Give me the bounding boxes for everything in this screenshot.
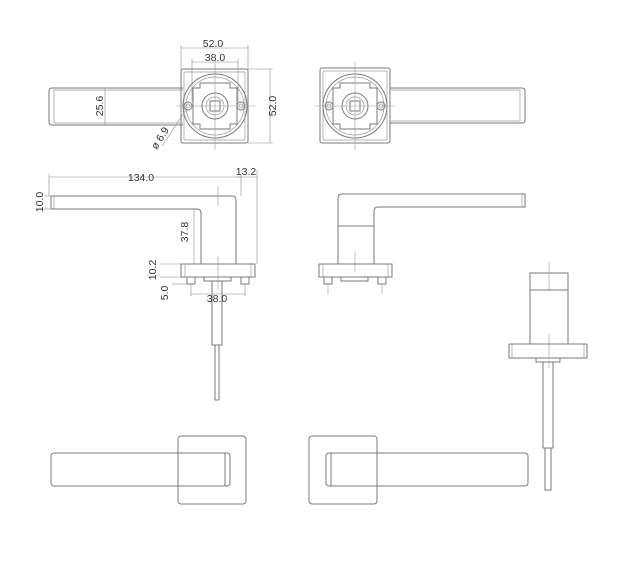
dim-rose-thickness: 10.2: [147, 260, 159, 281]
dim-screw-spacing-side: 38.0: [207, 293, 228, 305]
side-view-right: [318, 193, 526, 294]
side-view-left: [44, 170, 258, 401]
dim-screw-hole: ø 6.9: [149, 125, 172, 152]
top-view-left: [50, 435, 247, 505]
dim-boss-height: 5.0: [159, 286, 171, 301]
front-view-right: [315, 62, 526, 150]
dim-lever-thickness: 10.0: [34, 192, 46, 213]
dim-lever-depth: 13.2: [236, 166, 257, 178]
dim-screw-spacing: 38.0: [205, 52, 226, 64]
dim-lever-length: 134.0: [128, 172, 154, 184]
dim-lever-width: 25.6: [94, 96, 106, 117]
front-view-left: [48, 45, 273, 150]
dim-neck-height: 37.8: [179, 222, 191, 243]
top-view-right: [308, 435, 529, 505]
dim-rose-height: 52.0: [267, 96, 279, 117]
dim-rose-width: 52.0: [203, 38, 224, 50]
end-view: [508, 262, 588, 491]
